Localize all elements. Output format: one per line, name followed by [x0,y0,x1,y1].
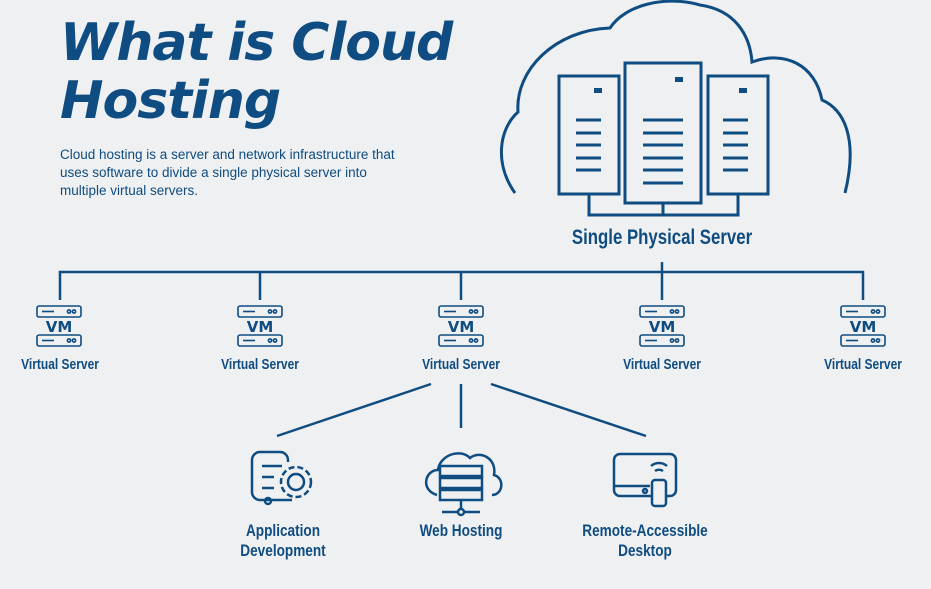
svg-text:VM: VM [448,318,475,336]
service-branch-line [276,382,647,438]
vm-icon: VM [639,305,685,347]
svg-text:VM: VM [649,318,676,336]
virtual-server-label: Virtual Server [623,356,701,373]
server-rack-icon [557,74,621,196]
service-label: Development [240,541,326,560]
remote-desktop-icon [612,452,678,508]
service-remote-desktop: Remote-Accessible Desktop [573,521,717,561]
page-title: What is Cloud Hosting [60,13,453,131]
virtual-server-label: Virtual Server [221,356,299,373]
service-app-development: Application Development [211,521,355,561]
web-hosting-cloud-icon [425,452,503,517]
vm-icon: VM [438,305,484,347]
server-rack-icon [706,74,770,196]
title-line-1: What is Cloud [60,13,453,73]
service-label: Remote-Accessible [582,521,708,540]
vm-icon: VM [237,305,283,347]
branch-line [58,262,865,300]
vm-icon: VM [840,305,886,347]
svg-text:VM: VM [46,318,73,336]
service-label: Application [245,521,321,540]
server-rack-icon [623,61,703,205]
service-label: Desktop [618,541,672,560]
svg-text:VM: VM [850,318,877,336]
rack-connector [587,194,740,217]
virtual-server-label: Virtual Server [21,356,99,373]
cloud-outline-icon [500,0,852,194]
app-dev-gear-icon [250,450,313,506]
physical-server-label: Single Physical Server [571,226,753,249]
svg-text:VM: VM [247,318,274,336]
virtual-server-label: Virtual Server [422,356,500,373]
description: Cloud hosting is a server and network in… [60,147,395,198]
service-web-hosting: Web Hosting [389,521,533,541]
title-line-2: Hosting [60,71,281,131]
vm-icon: VM [36,305,82,347]
service-label: Web Hosting [419,521,503,540]
virtual-server-label: Virtual Server [824,356,902,373]
